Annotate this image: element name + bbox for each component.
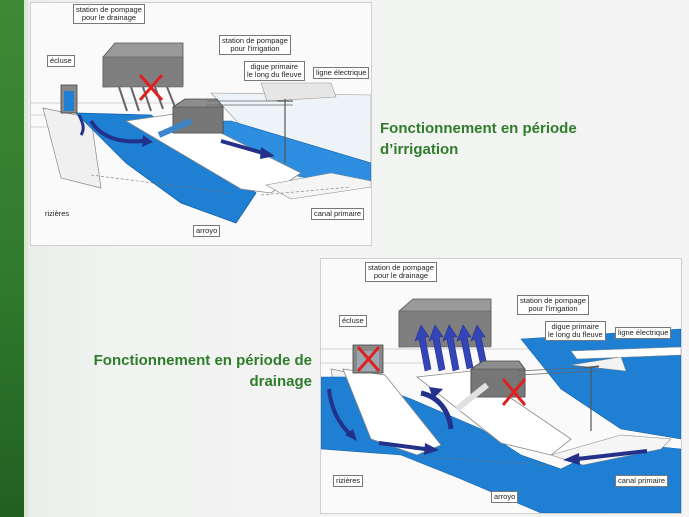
drainage-pump-arrows <box>414 324 488 372</box>
drainage-diagram: station de pompage pour le drainage stat… <box>320 258 682 514</box>
green-sidebar <box>0 0 24 517</box>
irrigation-diagram: station de pompage pour le drainage stat… <box>30 2 372 246</box>
label-line: canal primaire <box>314 209 362 218</box>
label-drainage-station: station de pompage pour le drainage <box>73 4 145 24</box>
label-lock: écluse <box>339 315 367 327</box>
label-line: digue primaire <box>250 62 299 71</box>
label-line: le long du fleuve <box>548 330 603 339</box>
drainage-title: Fonctionnement en période de drainage <box>36 350 312 392</box>
label-line: pour l’irrigation <box>230 44 280 53</box>
label-line: station de pompage <box>520 296 586 305</box>
label-rice-fields: rizières <box>333 475 364 487</box>
label-line: canal primaire <box>618 476 666 485</box>
label-line: digue primaire <box>551 322 600 331</box>
label-line: rizières <box>45 209 70 218</box>
flow-arrow-bottom <box>378 441 426 451</box>
flow-arrow-2 <box>220 139 264 155</box>
flow-arrow-right <box>576 449 648 461</box>
title-line: drainage <box>249 373 312 390</box>
label-irrigation-station: station de pompage pour l’irrigation <box>517 295 589 315</box>
label-irrigation-station: station de pompage pour l’irrigation <box>219 35 291 55</box>
label-primary-canal: canal primaire <box>311 208 365 220</box>
label-line: ligne électrique <box>316 68 367 77</box>
title-line: d’irrigation <box>380 141 459 158</box>
label-line: rizières <box>336 476 361 485</box>
title-line: Fonctionnement en période <box>380 120 577 137</box>
label-primary-canal: canal primaire <box>615 475 669 487</box>
label-arroyo: arroyo <box>491 491 519 503</box>
flow-arrow-left <box>327 388 353 437</box>
irrigation-illustration <box>31 42 371 224</box>
label-line: arroyo <box>494 492 516 501</box>
label-line: pour l’irrigation <box>528 304 578 313</box>
label-line: ligne électrique <box>618 328 669 337</box>
lock-disabled-cross <box>356 346 381 372</box>
label-line: arroyo <box>196 226 218 235</box>
label-line: station de pompage <box>76 5 142 14</box>
irrigation-title: Fonctionnement en période d’irrigation <box>380 118 577 160</box>
label-power-line: ligne électrique <box>615 327 672 339</box>
label-line: écluse <box>342 316 364 325</box>
label-line: écluse <box>50 56 72 65</box>
label-line: le long du fleuve <box>247 70 302 79</box>
label-line: station de pompage <box>368 263 434 272</box>
label-arroyo: arroyo <box>193 225 221 237</box>
label-dike: digue primaire le long du fleuve <box>545 321 606 341</box>
irrigation-disabled-cross <box>501 378 527 406</box>
label-power-line: ligne électrique <box>313 67 370 79</box>
title-line: Fonctionnement en période de <box>93 352 312 369</box>
drainage-disabled-cross <box>138 74 164 101</box>
label-rice-fields: rizières <box>43 209 71 219</box>
label-line: pour le drainage <box>373 271 429 280</box>
label-line: station de pompage <box>222 36 288 45</box>
label-lock: écluse <box>47 55 75 67</box>
label-dike: digue primaire le long du fleuve <box>244 61 305 81</box>
flow-arrow-3 <box>77 114 85 136</box>
label-drainage-station: station de pompage pour le drainage <box>365 262 437 282</box>
flow-arrow-1 <box>89 119 144 144</box>
label-line: pour le drainage <box>81 13 137 22</box>
flow-arrow-curve <box>420 390 454 430</box>
drainage-illustration <box>321 298 681 513</box>
sidebar-edge <box>24 0 28 517</box>
